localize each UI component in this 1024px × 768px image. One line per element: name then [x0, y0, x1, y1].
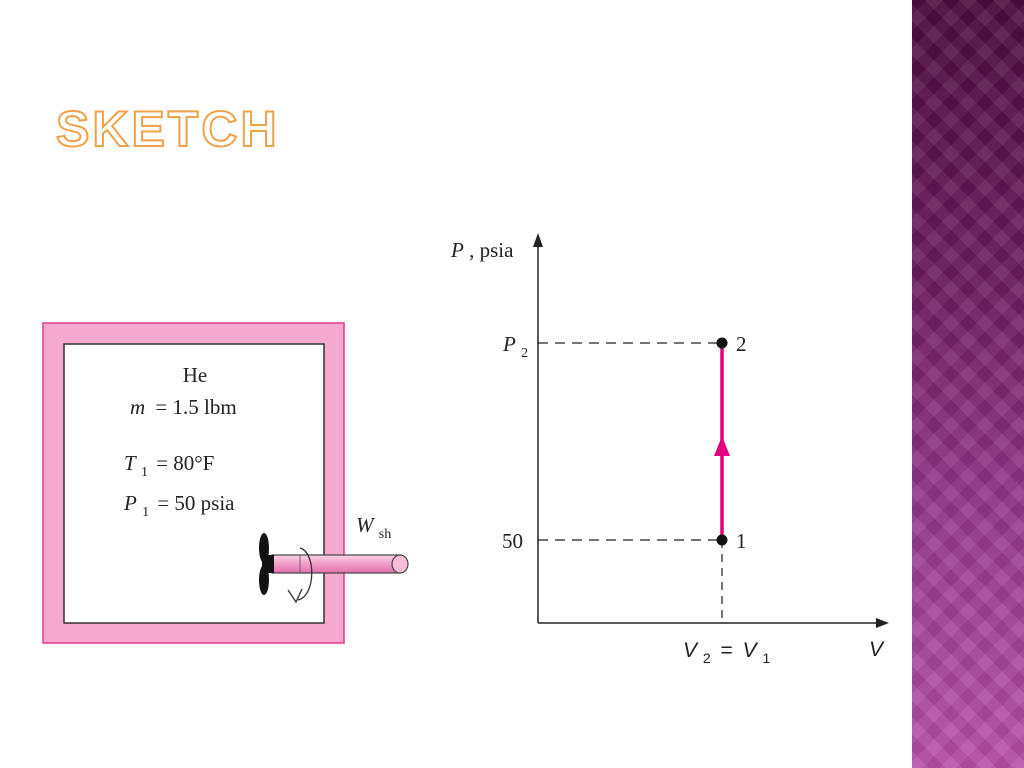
state-label-2: 2 [736, 332, 747, 356]
paddle-wheel-icon [259, 533, 274, 595]
state-point-1 [716, 534, 728, 546]
state-point-2 [716, 337, 728, 349]
pv-chart: P , psia V P 2 50 V 2 = V 1 1 2 [450, 233, 889, 668]
y-axis-arrow [533, 233, 543, 247]
slide-title: SKETCH [55, 101, 280, 157]
work-label: W sh [356, 513, 391, 542]
tank-interior [63, 343, 325, 624]
gas-label: He [183, 363, 208, 387]
paddle-shaft [271, 554, 409, 574]
ytick-50: 50 [502, 529, 523, 553]
tank: He m = 1.5 lbm T 1 = 80°F P 1 = 50 psia [42, 322, 409, 644]
process-arrow-icon [714, 436, 730, 456]
scene: He m = 1.5 lbm T 1 = 80°F P 1 = 50 psia [42, 233, 889, 668]
temperature-label: T 1 = 80°F [124, 451, 214, 481]
side-band [912, 0, 1024, 768]
x-axis-arrow [876, 618, 889, 628]
rotation-arrow-icon [287, 547, 313, 604]
y-axis-label: P , psia [450, 238, 514, 262]
ytick-p2: P 2 [502, 332, 528, 361]
x-axis-label: V [869, 638, 885, 661]
mass-label: m = 1.5 lbm [130, 395, 237, 419]
state-label-1: 1 [736, 529, 747, 553]
xtick-v: V 2 = V 1 [683, 639, 770, 668]
pressure-label: P 1 = 50 psia [123, 491, 235, 521]
